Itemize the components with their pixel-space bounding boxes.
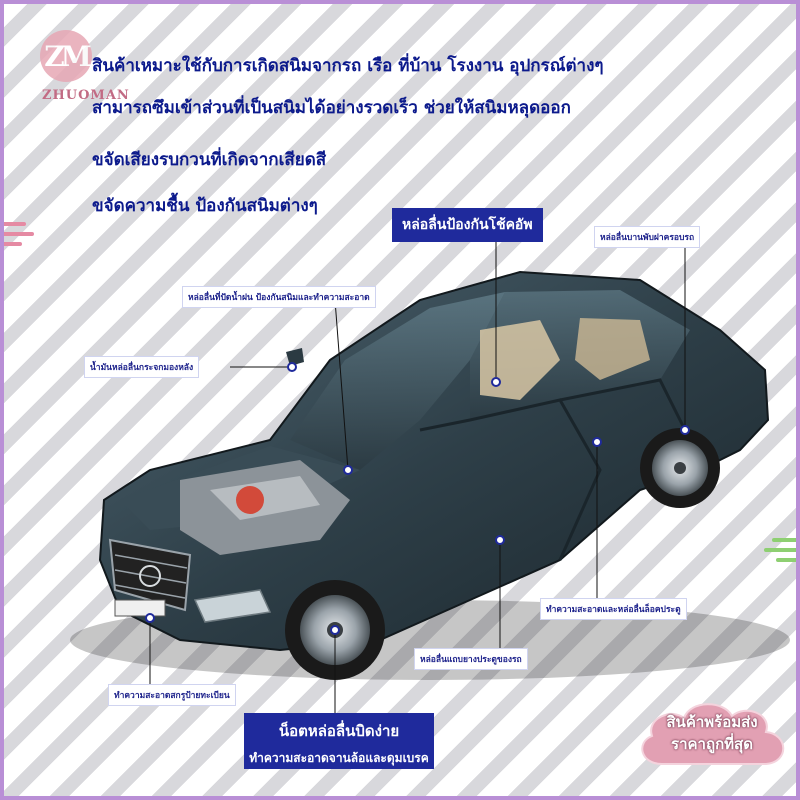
callout-leaders xyxy=(149,234,686,715)
brand-name: ZHUOMAN xyxy=(42,88,130,103)
callout-wheel-nut-subtitle: ทำความสะอาดจานล้อและดุมเบรค xyxy=(249,751,429,765)
feature-line-1: สินค้าเหมาะใช้กับการเกิดสนิมจากรถ เรือ ท… xyxy=(92,56,604,76)
feature-line-4: ขจัดความชื้น ป้องกันสนิมต่างๆ xyxy=(92,196,318,216)
callout-door-rubber: หล่อลื่นแถบยางประตูของรถ xyxy=(414,648,528,670)
decor-bar-left-3 xyxy=(0,242,22,246)
callout-license-plate: ทำความสะอาดสกรูป้ายทะเบียน xyxy=(108,684,236,706)
car-interior-seats-rear xyxy=(575,318,650,380)
promo-badge: สินค้าพร้อมส่ง ราคาถูกที่สุด xyxy=(632,694,792,778)
callout-mirror: น้ำมันหล่อลื่นกระจกมองหลัง xyxy=(84,356,200,378)
callout-hood-hinge: หล่อลื่นบานพับฝาครอบรถ xyxy=(594,226,701,248)
decor-bar-right-2 xyxy=(764,548,800,552)
cloud-shape-icon xyxy=(641,703,785,765)
car-windshield xyxy=(290,292,505,470)
decor-bar-top-left xyxy=(0,0,110,4)
headlight xyxy=(193,589,272,623)
callout-wiper: หล่อลื่นที่ปัดน้ำฝน ป้องกันสนิมและทำความ… xyxy=(182,286,376,308)
callout-shock-absorber: หล่อลื่นป้องกันโช้คอัพ xyxy=(392,208,543,242)
feature-line-2: สามารถซึมเข้าส่วนที่เป็นสนิมได้อย่างรวดเ… xyxy=(92,98,571,118)
brand-monogram: ZM xyxy=(44,39,91,73)
engine-part xyxy=(236,486,264,514)
callout-door-lock: ทำความสะอาดและหล่อลื่นล็อคประตู xyxy=(540,598,687,620)
decor-bar-left-1 xyxy=(0,222,26,226)
brand-logo-icon: ZM xyxy=(40,30,92,82)
promo-line-1: สินค้าพร้อมส่ง xyxy=(666,713,758,731)
decor-bar-right-1 xyxy=(772,538,800,542)
feature-line-3: ขจัดเสียงรบกวนที่เกิดจากเสียดสี xyxy=(92,150,327,170)
decor-bar-left-2 xyxy=(0,232,34,236)
decor-bar-top-right xyxy=(690,0,800,4)
side-mirror xyxy=(286,348,304,366)
engine-detail xyxy=(210,476,320,520)
promo-line-2: ราคาถูกที่สุด xyxy=(671,735,753,753)
callout-wheel-nut-title: น็อตหล่อลื่นบิดง่าย xyxy=(278,722,400,740)
callout-dots xyxy=(145,362,690,635)
license-plate xyxy=(114,599,166,617)
brand-emblem xyxy=(139,565,161,587)
callout-wheel-nut: น็อตหล่อลื่นบิดง่าย ทำความสะอาดจานล้อและ… xyxy=(244,713,434,769)
decor-bar-right-3 xyxy=(776,558,800,562)
